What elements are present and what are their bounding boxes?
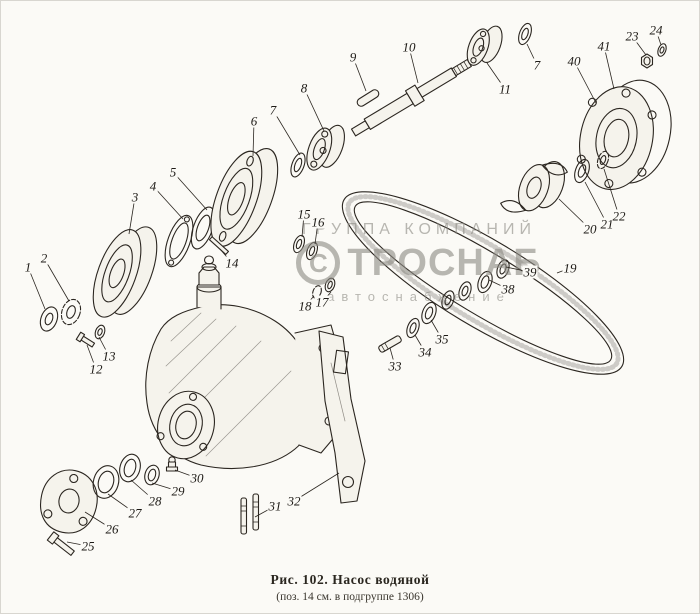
leader-line (352, 56, 367, 92)
leader-line (272, 109, 301, 156)
hub-flange-drawing (210, 148, 279, 247)
stud-33-drawing (378, 335, 402, 353)
ring-35-drawing (421, 301, 437, 325)
leader-line (558, 198, 591, 230)
leader-line (408, 46, 419, 84)
leader-line (301, 213, 305, 238)
leader-line (219, 248, 233, 264)
leader-line (128, 196, 136, 235)
seal-ring-drawing (92, 465, 120, 499)
leader-line (314, 221, 319, 245)
shaft-drawing (350, 58, 472, 137)
figure-subtitle: (поз. 14 см. в подгруппе 1306) (276, 591, 424, 603)
woodruff-key-drawing (356, 89, 380, 107)
pump-body-drawing (145, 255, 344, 470)
leader-line (414, 334, 426, 353)
leader-line (174, 469, 198, 479)
leader-line (86, 344, 97, 370)
leader-line (304, 295, 315, 307)
ball-bearing-drawing (306, 124, 345, 171)
figure-caption: Рис. 102. Насос водяной (поз. 14 см. в п… (1, 572, 699, 603)
nut-drawing (640, 53, 654, 69)
leader-line (584, 181, 608, 225)
washer-small-drawing (657, 43, 667, 57)
fan-belt-drawing (341, 191, 625, 375)
seal-washer-drawing (574, 158, 590, 184)
leader-line (172, 171, 208, 211)
leader-line (573, 60, 597, 104)
ring-36-drawing (441, 290, 455, 310)
leader-line (556, 267, 571, 274)
leader-line (293, 472, 340, 502)
leader-line (84, 511, 113, 530)
leader-line (486, 62, 506, 90)
studs-drawing (240, 493, 260, 535)
grease-fitting-drawing (165, 456, 179, 472)
leader-line (321, 291, 332, 303)
small-seal-drawing (144, 464, 160, 486)
leader-line (389, 347, 396, 367)
impeller-drawing (500, 161, 568, 213)
pulley-drawing (92, 226, 158, 318)
leader-line (526, 43, 538, 66)
leader-line (151, 482, 179, 492)
bearing-washer-drawing (290, 152, 306, 178)
leader-line (252, 120, 255, 157)
leader-line (488, 279, 509, 290)
leader-line (655, 29, 662, 46)
washer-ring-drawing (119, 453, 141, 483)
leader-line (43, 257, 70, 302)
figure-title: Рис. 102. Насос водяной (270, 572, 430, 587)
ring-39-drawing (496, 259, 510, 279)
leader-line (303, 87, 325, 132)
washer-drawing (39, 306, 59, 332)
mounting-bracket-drawing (318, 330, 366, 504)
leader-line (254, 505, 276, 518)
lock-washer-drawing (60, 298, 82, 326)
leader-line (107, 493, 136, 514)
small-bolt-drawing (75, 331, 96, 348)
gasket-drawing (164, 214, 194, 268)
leader-line (66, 541, 89, 547)
leader-line (130, 479, 156, 502)
leader-line (430, 319, 443, 340)
ring-38-drawing (477, 270, 493, 294)
spring-washer-drawing (596, 150, 610, 170)
leader-line (27, 266, 46, 310)
ring-34-drawing (406, 317, 420, 339)
stud-drawing (208, 236, 229, 255)
thrust-washer-drawing (518, 22, 532, 46)
cover-plate-drawing (40, 469, 98, 534)
leader-line (603, 45, 615, 90)
bolt-drawing (46, 531, 75, 556)
ball-bearing-small-drawing (466, 25, 503, 66)
leader-line (505, 266, 531, 273)
ring-37-drawing (458, 281, 472, 301)
leader-line (603, 168, 620, 217)
leader-line (152, 185, 184, 220)
leader-line (631, 35, 647, 56)
leader-line (98, 336, 110, 357)
small-washer-drawing (94, 324, 106, 340)
